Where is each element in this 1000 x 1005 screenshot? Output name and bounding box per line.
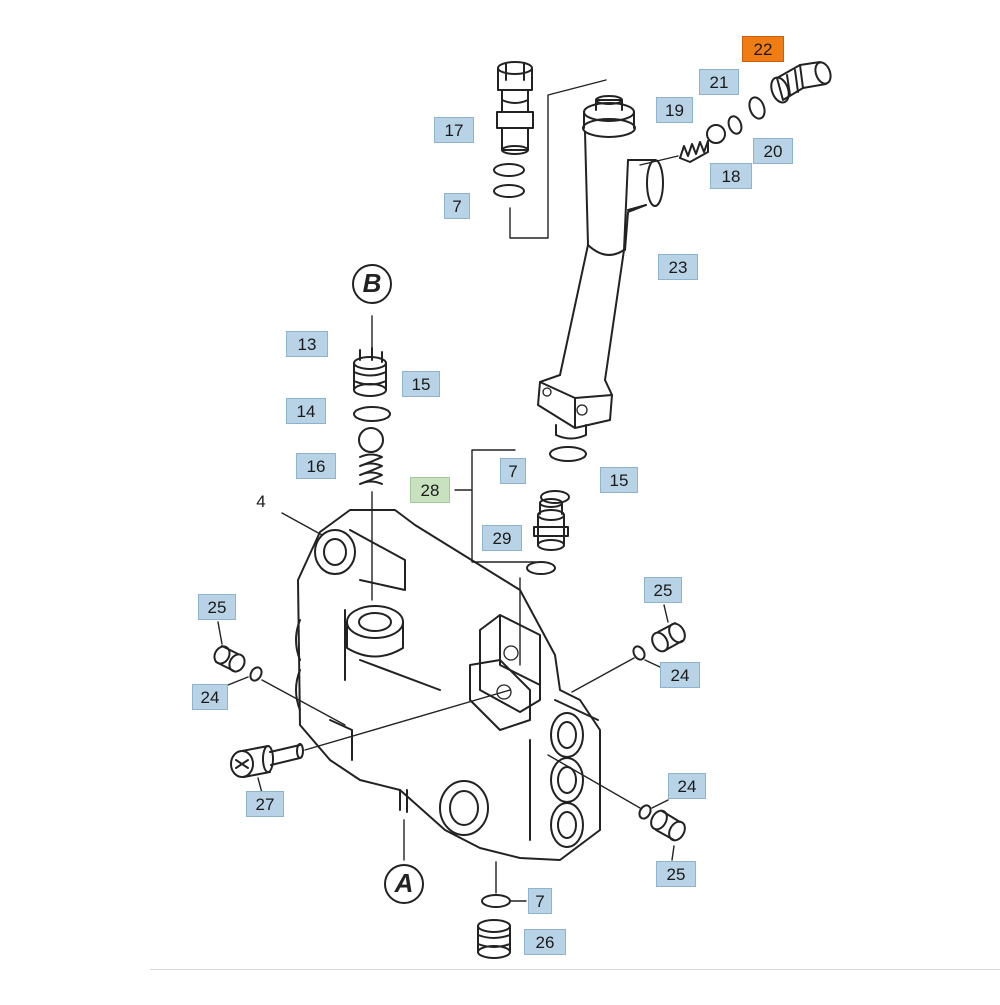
label-part-26[interactable]: 26 — [524, 929, 566, 955]
part-25-plug-right-lower — [650, 809, 686, 842]
part-17-cartridge — [496, 61, 534, 155]
part-21-oring — [748, 96, 766, 120]
label-part-24-left[interactable]: 24 — [192, 684, 228, 710]
part-29-valve-seat — [533, 498, 569, 551]
label-part-25-right-lower[interactable]: 25 — [656, 861, 696, 887]
label-part-25-left[interactable]: 25 — [198, 594, 236, 620]
label-part-22[interactable]: 22 — [742, 36, 784, 62]
label-part-28[interactable]: 28 — [410, 477, 450, 503]
part-24-oring-right-upper — [632, 645, 646, 661]
part-24-oring-left — [249, 666, 263, 682]
label-part-17[interactable]: 17 — [434, 117, 474, 143]
label-part-25-right-upper[interactable]: 25 — [644, 577, 682, 603]
part-7-oring-mid — [540, 490, 570, 504]
label-part-7-top[interactable]: 7 — [444, 193, 470, 219]
label-part-18[interactable]: 18 — [710, 163, 752, 189]
label-part-15-right[interactable]: 15 — [600, 467, 638, 493]
label-part-20[interactable]: 20 — [753, 138, 793, 164]
part-4-housing — [295, 509, 601, 861]
part-7-oring-lower-mid — [526, 561, 556, 575]
label-part-27[interactable]: 27 — [246, 791, 284, 817]
part-13-plug — [353, 347, 387, 397]
part-15-oring-right — [549, 446, 587, 462]
part-7-oring-lower — [493, 184, 525, 198]
callout-a[interactable]: A — [384, 864, 424, 904]
label-part-24-right-lower[interactable]: 24 — [668, 773, 706, 799]
label-part-7-mid[interactable]: 7 — [500, 458, 526, 484]
part-24-oring-right-lower — [638, 804, 652, 820]
part-25-plug-right-upper — [651, 622, 686, 653]
part-15-oring-left — [353, 406, 391, 422]
part-16-spring — [359, 453, 383, 485]
part-22-nozzle — [770, 61, 832, 104]
part-19-ball — [706, 124, 726, 144]
part-23-pipe — [537, 95, 664, 440]
label-part-24-right-upper[interactable]: 24 — [660, 662, 700, 688]
bottom-divider — [150, 969, 1000, 970]
part-18-spring — [679, 140, 709, 163]
part-20-oring — [727, 115, 743, 135]
label-part-16[interactable]: 16 — [296, 453, 336, 479]
label-part-15-left[interactable]: 15 — [402, 371, 440, 397]
part-7-oring-upper — [493, 163, 525, 177]
part-25-plug-left — [213, 645, 246, 673]
label-part-21[interactable]: 21 — [699, 69, 739, 95]
label-part-23[interactable]: 23 — [658, 254, 698, 280]
part-27-bolt — [230, 743, 304, 778]
label-part-19[interactable]: 19 — [656, 97, 693, 123]
part-7-oring-bottom — [481, 894, 511, 908]
part-14-ball — [358, 427, 384, 453]
label-part-13[interactable]: 13 — [286, 331, 328, 357]
label-part-7-bottom[interactable]: 7 — [528, 888, 552, 914]
callout-b[interactable]: B — [352, 264, 392, 304]
label-part-14[interactable]: 14 — [286, 398, 326, 424]
part-26-plug-bottom — [477, 919, 511, 959]
label-part-29[interactable]: 29 — [482, 525, 522, 551]
label-part-4[interactable]: 4 — [256, 492, 266, 511]
